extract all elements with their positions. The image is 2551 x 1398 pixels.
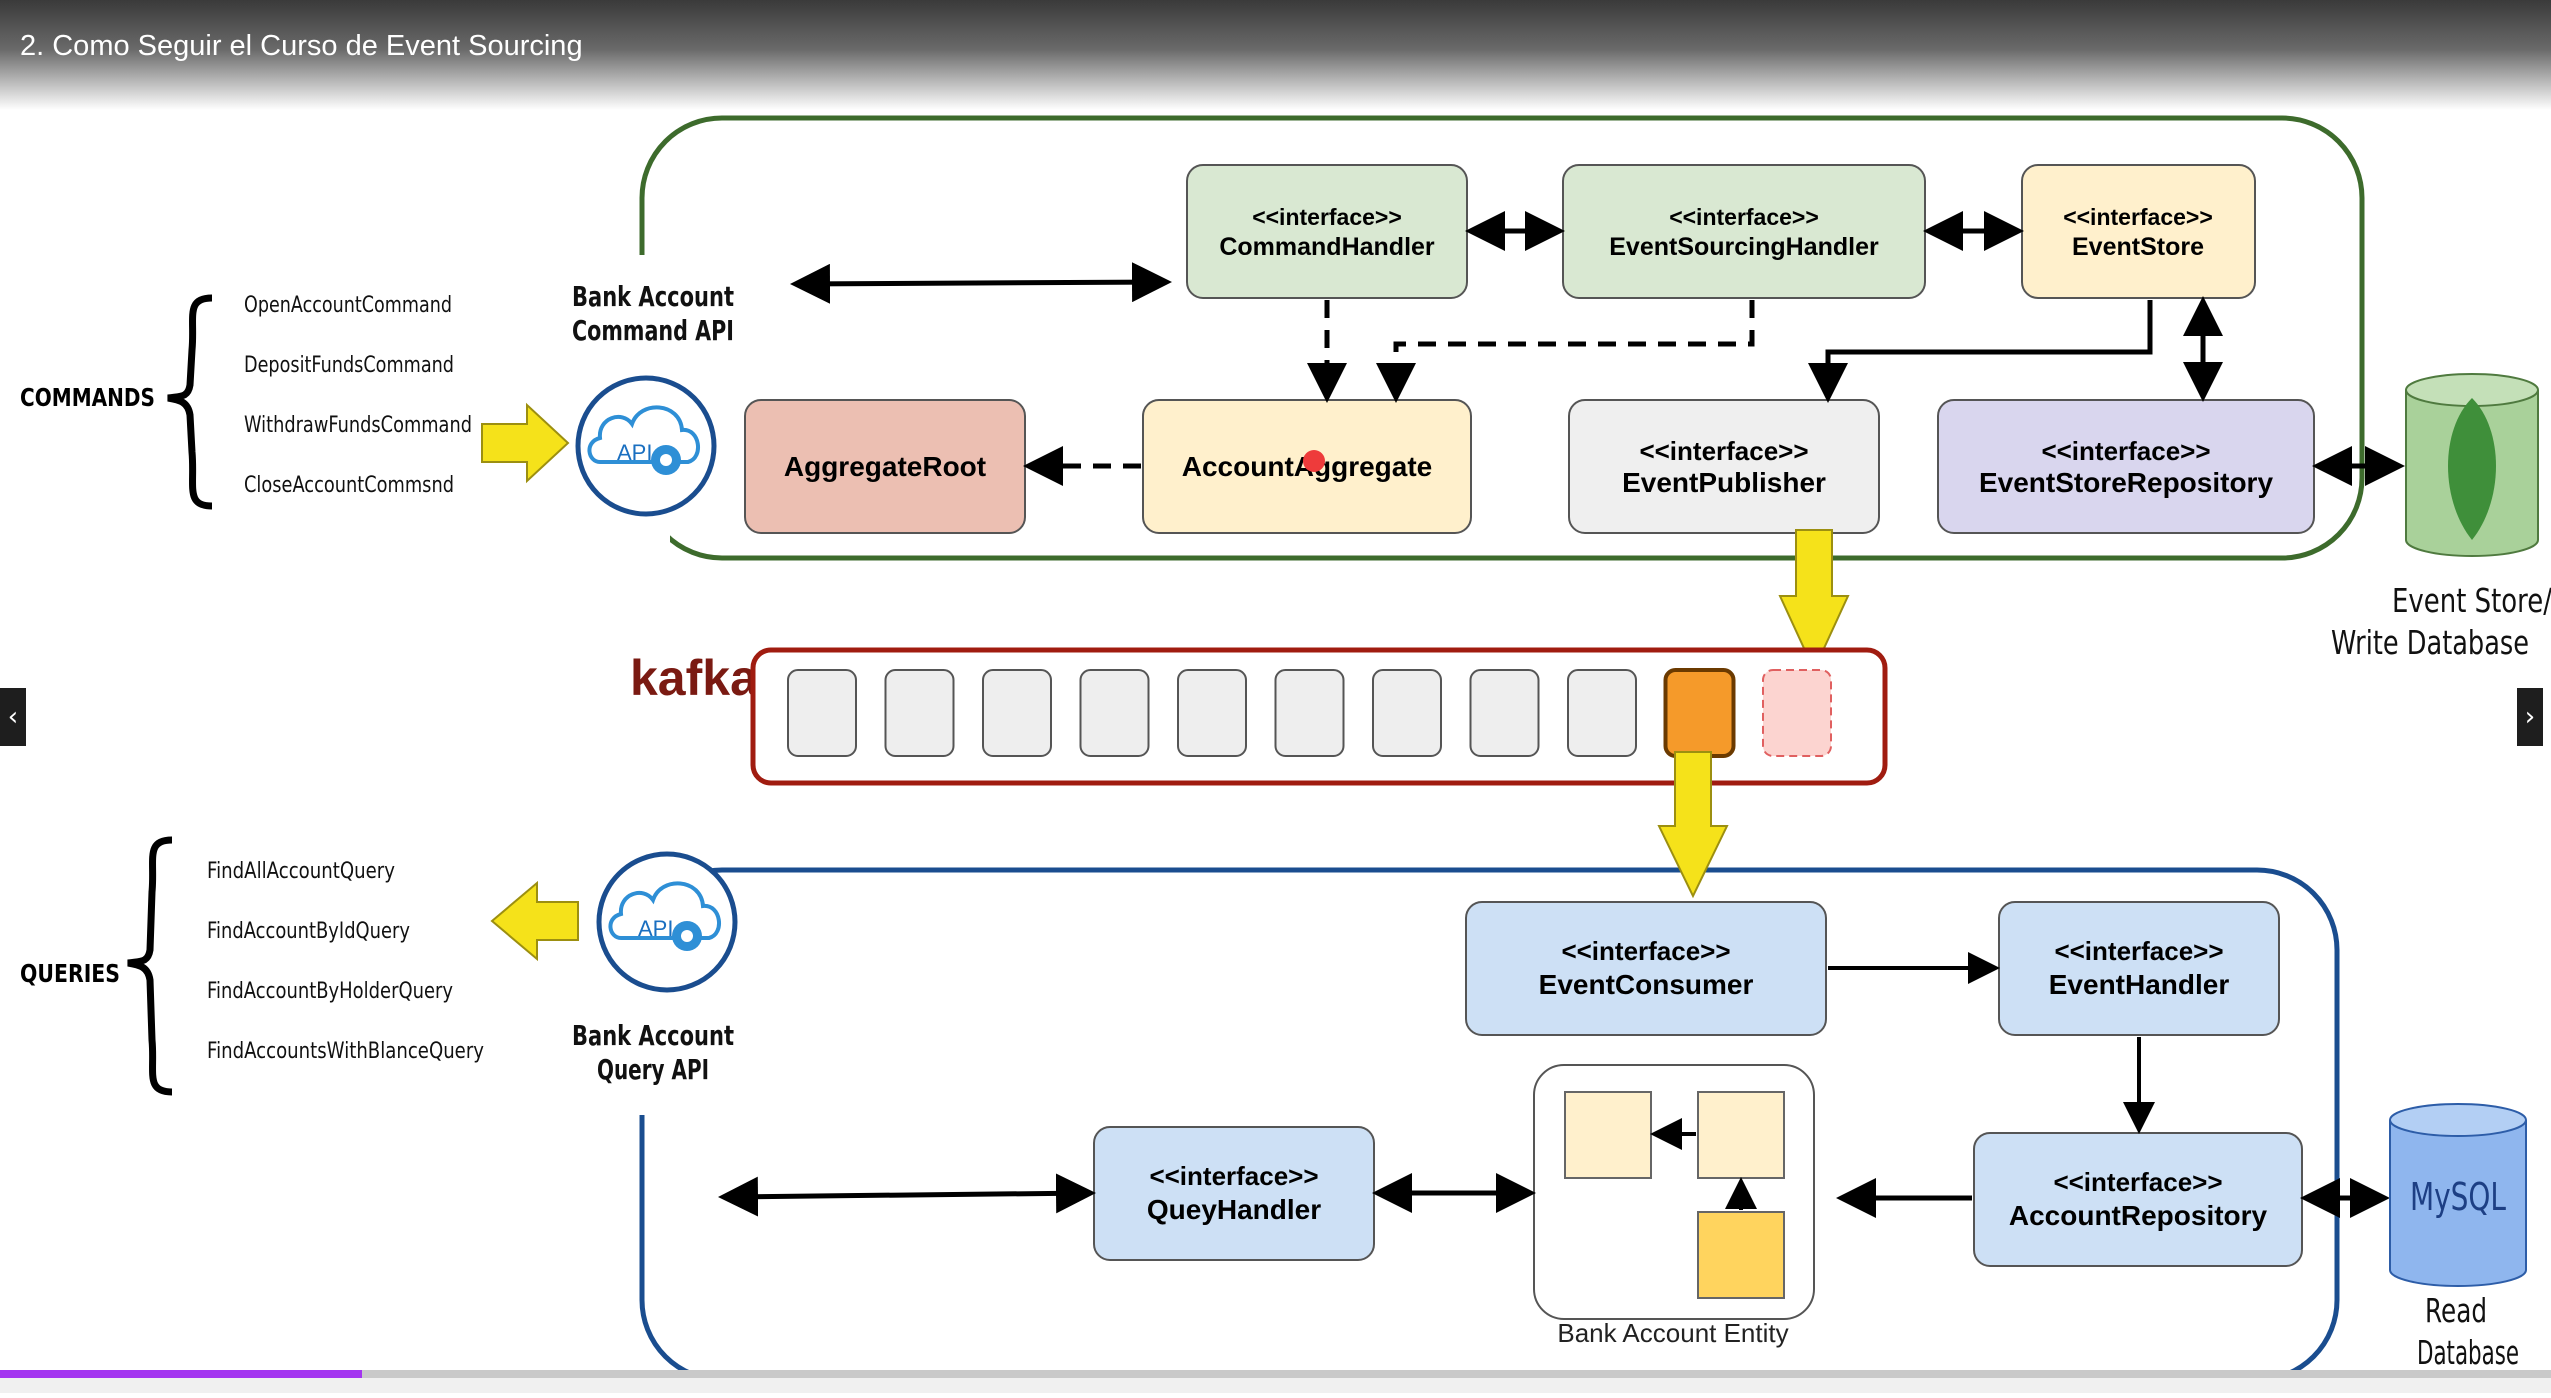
eventstore-to-publisher-link bbox=[1808, 300, 2153, 403]
commands-brace bbox=[167, 294, 213, 510]
previous-lecture-button[interactable]: ‹ bbox=[0, 688, 26, 746]
aggregate-root-box: AggregateRoot bbox=[744, 399, 1026, 534]
publisher-to-kafka-arrow bbox=[1778, 529, 1850, 673]
event-sourcing-handler-label: EventSourcingHandler bbox=[1609, 233, 1879, 261]
eshandler-to-aggregate-link bbox=[1376, 300, 1755, 403]
read-db-label-1: Read bbox=[2425, 1291, 2487, 1330]
kafka-slot bbox=[1177, 669, 1247, 757]
kafka-slot bbox=[787, 669, 857, 757]
write-database-cylinder bbox=[2405, 373, 2539, 557]
read-db-label-2: Database bbox=[2417, 1333, 2519, 1372]
command-api-subtitle: Command API bbox=[572, 314, 734, 347]
command-api-icon: API bbox=[575, 375, 717, 517]
account-repository-stereotype: <<interface>> bbox=[2053, 1167, 2222, 1197]
kafka-slot bbox=[982, 669, 1052, 757]
queries-brace bbox=[127, 836, 173, 1096]
event-store-repository-box: <<interface>> EventStoreRepository bbox=[1937, 399, 2315, 534]
kafka-slot bbox=[1469, 669, 1540, 757]
api-badge: API bbox=[638, 916, 673, 941]
query-api-title: Bank Account bbox=[572, 1019, 734, 1052]
event-handler-box: <<interface>> EventHandler bbox=[1998, 901, 2280, 1036]
bank-account-entity-label: Bank Account Entity bbox=[1557, 1318, 1788, 1348]
event-consumer-label: EventConsumer bbox=[1539, 969, 1754, 1000]
event-publisher-stereotype: <<interface>> bbox=[1639, 436, 1808, 466]
kafka-partition-slots bbox=[787, 668, 1832, 758]
query-handler-label: QueyHandler bbox=[1147, 1194, 1321, 1225]
kafka-slot bbox=[1663, 668, 1736, 758]
event-sourcing-handler-stereotype: <<interface>> bbox=[1669, 204, 1819, 230]
chevron-left-icon: ‹ bbox=[7, 702, 19, 732]
kafka-label: kafka bbox=[630, 650, 759, 706]
command-handler-box: <<interface>> CommandHandler bbox=[1186, 164, 1468, 299]
event-store-repository-label: EventStoreRepository bbox=[1979, 467, 2273, 498]
kafka-slot bbox=[1567, 669, 1637, 757]
command-handler-label: CommandHandler bbox=[1219, 233, 1435, 261]
account-repository-label: AccountRepository bbox=[2009, 1200, 2268, 1231]
query-api-subtitle: Query API bbox=[597, 1053, 709, 1086]
query-item: FindAccountByHolderQuery bbox=[207, 979, 453, 1004]
video-progress-fill bbox=[0, 1370, 363, 1378]
kafka-to-consumer-arrow bbox=[1657, 751, 1729, 899]
command-api-title: Bank Account bbox=[572, 280, 734, 313]
query-item: FindAccountByIdQuery bbox=[207, 919, 410, 944]
api-to-queryhandler-link bbox=[718, 1173, 1096, 1217]
video-progress-bar[interactable] bbox=[0, 1370, 2551, 1378]
command-item: WithdrawFundsCommand bbox=[244, 413, 472, 438]
event-store-label: EventStore bbox=[2072, 233, 2204, 261]
event-store-box: <<interface>> EventStore bbox=[2021, 164, 2256, 299]
command-handler-stereotype: <<interface>> bbox=[1252, 204, 1402, 230]
event-publisher-box: <<interface>> EventPublisher bbox=[1568, 399, 1880, 534]
video-title: 2. Como Seguir el Curso de Event Sourcin… bbox=[20, 30, 583, 62]
mongodb-leaf-icon bbox=[2448, 398, 2496, 540]
queries-list: FindAllAccountQuery FindAccountByIdQuery… bbox=[207, 859, 484, 1064]
command-item: OpenAccountCommand bbox=[244, 293, 452, 318]
read-database-cylinder bbox=[2389, 1103, 2527, 1287]
command-item: CloseAccountCommsnd bbox=[244, 473, 454, 498]
event-store-stereotype: <<interface>> bbox=[2063, 204, 2213, 230]
query-item: FindAllAccountQuery bbox=[207, 859, 395, 884]
event-sourcing-handler-box: <<interface>> EventSourcingHandler bbox=[1562, 164, 1926, 299]
kafka-slot bbox=[884, 669, 955, 757]
api-to-command-handler-link bbox=[790, 262, 1172, 304]
bank-account-entity-box bbox=[1533, 1064, 1815, 1320]
commands-label: COMMANDS bbox=[20, 383, 155, 412]
queries-label: QUERIES bbox=[20, 959, 120, 988]
event-handler-stereotype: <<interface>> bbox=[2054, 936, 2223, 966]
aggregate-root-label: AggregateRoot bbox=[784, 451, 986, 482]
api-badge: API bbox=[617, 440, 652, 465]
event-publisher-label: EventPublisher bbox=[1622, 467, 1826, 498]
commands-list: OpenAccountCommand DepositFundsCommand W… bbox=[244, 293, 472, 498]
account-repository-box: <<interface>> AccountRepository bbox=[1973, 1132, 2303, 1267]
write-db-label-1: Event Store/ bbox=[2392, 581, 2551, 620]
kafka-slot bbox=[1274, 669, 1345, 757]
kafka-slot bbox=[1079, 669, 1150, 757]
event-store-repository-stereotype: <<interface>> bbox=[2041, 436, 2210, 466]
kafka-slot bbox=[1762, 669, 1832, 757]
player-bottom-strip bbox=[0, 1378, 2551, 1393]
query-api-icon: API bbox=[596, 851, 738, 993]
query-handler-box: <<interface>> QueyHandler bbox=[1093, 1126, 1375, 1261]
chevron-right-icon: › bbox=[2524, 702, 2536, 732]
commands-to-api-arrow bbox=[481, 402, 570, 484]
event-consumer-stereotype: <<interface>> bbox=[1561, 936, 1730, 966]
query-item: FindAccountsWithBlanceQuery bbox=[207, 1039, 484, 1064]
cursor-dot bbox=[1303, 450, 1325, 472]
mysql-label: MySQL bbox=[2410, 1175, 2506, 1219]
command-item: DepositFundsCommand bbox=[244, 353, 454, 378]
api-to-queries-arrow bbox=[490, 880, 579, 962]
next-lecture-button[interactable]: › bbox=[2517, 688, 2543, 746]
player-title-overlay bbox=[0, 0, 2551, 110]
kafka-slot bbox=[1372, 669, 1442, 757]
write-db-label-2: Write Database bbox=[2331, 623, 2529, 662]
query-handler-stereotype: <<interface>> bbox=[1149, 1161, 1318, 1191]
event-handler-label: EventHandler bbox=[2049, 969, 2230, 1000]
event-consumer-box: <<interface>> EventConsumer bbox=[1465, 901, 1827, 1036]
